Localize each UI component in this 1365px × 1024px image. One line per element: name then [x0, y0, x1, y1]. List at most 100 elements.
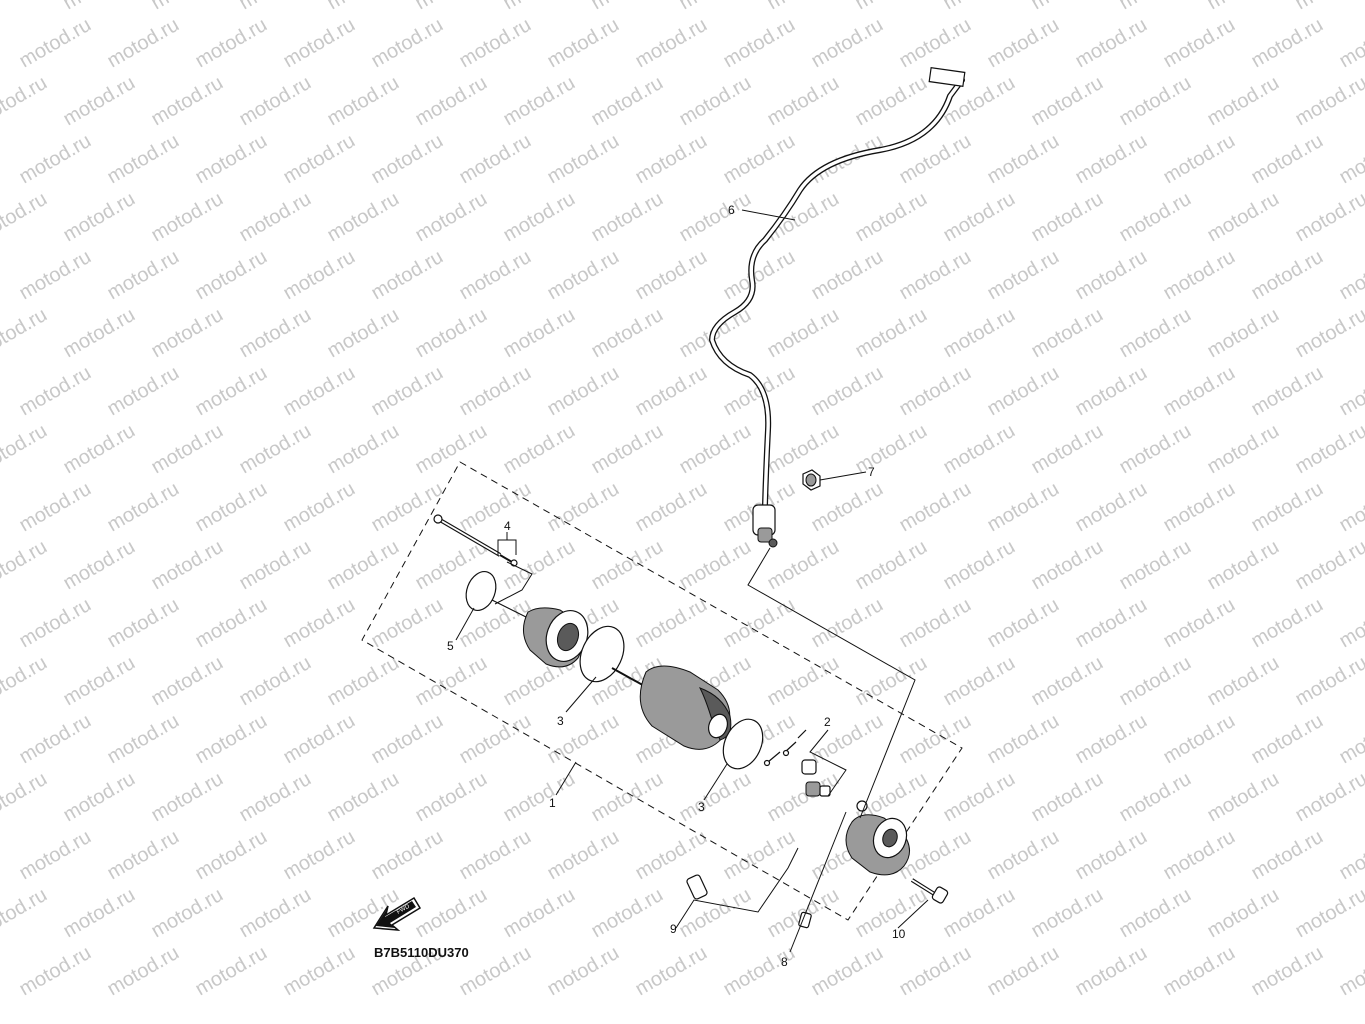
watermark-text: motod.ru	[1204, 420, 1283, 479]
watermark-text: motod.ru	[104, 14, 183, 73]
watermark-text: motod.ru	[104, 826, 183, 885]
watermark-text: motod.ru	[1336, 594, 1365, 653]
watermark-text: motod.ru	[412, 0, 491, 14]
watermark-text: motod.ru	[1292, 304, 1365, 363]
watermark-text: motod.ru	[764, 0, 843, 14]
watermark-text: motod.ru	[544, 14, 623, 73]
watermark-text: motod.ru	[1072, 362, 1151, 421]
watermark-text: motod.ru	[1248, 826, 1327, 885]
watermark-text: motod.ru	[808, 246, 887, 305]
watermark-text: motod.ru	[456, 14, 535, 73]
watermark-text: motod.ru	[1292, 768, 1365, 827]
watermark-text: motod.ru	[632, 594, 711, 653]
watermark-text: motod.ru	[720, 594, 799, 653]
watermark-text: motod.ru	[1204, 884, 1283, 943]
watermark-text: motod.ru	[1292, 652, 1365, 711]
watermark-text: motod.ru	[500, 188, 579, 247]
watermark-text: motod.ru	[192, 826, 271, 885]
watermark-text: motod.ru	[104, 710, 183, 769]
watermark-text: motod.ru	[0, 652, 51, 711]
watermark-text: motod.ru	[148, 536, 227, 595]
watermark-text: motod.ru	[852, 304, 931, 363]
watermark-text: motod.ru	[1028, 0, 1107, 14]
watermark-text: motod.ru	[236, 188, 315, 247]
watermark-text: motod.ru	[368, 478, 447, 537]
watermark-text: motod.ru	[324, 188, 403, 247]
watermark-text: motod.ru	[16, 14, 95, 73]
watermark-text: motod.ru	[192, 478, 271, 537]
long-bolt	[433, 514, 518, 567]
watermark-text: motod.ru	[1116, 768, 1195, 827]
rear-cover	[845, 800, 910, 876]
watermark-text: motod.ru	[236, 536, 315, 595]
watermark-text: motod.ru	[1160, 130, 1239, 189]
watermark-text: motod.ru	[16, 594, 95, 653]
watermark-text: motod.ru	[1204, 0, 1283, 14]
watermark-text: motod.ru	[544, 130, 623, 189]
watermark-text: motod.ru	[940, 304, 1019, 363]
watermark-text: motod.ru	[632, 362, 711, 421]
watermark-text: motod.ru	[764, 420, 843, 479]
callout-7: 7	[868, 465, 875, 479]
watermark-text: motod.ru	[1336, 942, 1365, 1001]
watermark-text: motod.ru	[1116, 420, 1195, 479]
watermark-text: motod.ru	[1028, 304, 1107, 363]
watermark-text: motod.ru	[192, 710, 271, 769]
watermark-text: motod.ru	[940, 768, 1019, 827]
watermark-text: motod.ru	[280, 478, 359, 537]
watermark-text: motod.ru	[324, 420, 403, 479]
watermark-text: motod.ru	[412, 304, 491, 363]
watermark-text: motod.ru	[236, 304, 315, 363]
watermark-text: motod.ru	[852, 536, 931, 595]
watermark-text: motod.ru	[456, 130, 535, 189]
watermark-text: motod.ru	[412, 72, 491, 131]
watermark-text: motod.ru	[940, 884, 1019, 943]
watermark-text: motod.ru	[60, 768, 139, 827]
callout-3b: 3	[698, 800, 705, 814]
callout-6: 6	[728, 203, 735, 217]
watermark-text: motod.ru	[896, 246, 975, 305]
watermark-text: motod.ru	[60, 652, 139, 711]
watermark-text: motod.ru	[1336, 130, 1365, 189]
watermark-text: motod.ru	[544, 478, 623, 537]
watermark-text: motod.ru	[896, 710, 975, 769]
watermark-text: motod.ru	[1072, 594, 1151, 653]
watermark-text: motod.ru	[500, 420, 579, 479]
watermark-text: motod.ru	[148, 884, 227, 943]
watermark-text: motod.ru	[676, 188, 755, 247]
watermark-text: motod.ru	[1248, 14, 1327, 73]
watermark-text: motod.ru	[720, 130, 799, 189]
watermark-text: motod.ru	[412, 652, 491, 711]
watermark-text: motod.ru	[940, 536, 1019, 595]
watermark-text: motod.ru	[148, 188, 227, 247]
watermark-text: motod.ru	[1160, 826, 1239, 885]
watermark-text: motod.ru	[16, 710, 95, 769]
watermark-text: motod.ru	[1336, 246, 1365, 305]
leader-lines	[455, 209, 929, 953]
watermark-text: motod.ru	[1248, 362, 1327, 421]
watermark-text: motod.ru	[984, 710, 1063, 769]
watermark-text: motod.ru	[368, 826, 447, 885]
watermark-text: motod.ru	[104, 362, 183, 421]
watermark-text: motod.ru	[236, 652, 315, 711]
watermark-text: motod.ru	[1116, 188, 1195, 247]
watermark-text: motod.ru	[1072, 826, 1151, 885]
watermark-text: motod.ru	[104, 130, 183, 189]
callout-4: 4	[504, 519, 511, 533]
watermark-text: motod.ru	[324, 768, 403, 827]
watermark-text: motod.ru	[1336, 362, 1365, 421]
watermark-text: motod.ru	[544, 942, 623, 1001]
watermark-text: motod.ru	[588, 72, 667, 131]
watermark-text: motod.ru	[16, 942, 95, 1001]
cable-route-line	[747, 547, 916, 819]
watermark-text: motod.ru	[764, 72, 843, 131]
watermark-text: motod.ru	[1116, 304, 1195, 363]
watermark-text: motod.ru	[0, 304, 51, 363]
watermark-text: motod.ru	[148, 652, 227, 711]
watermark-text: motod.ru	[1028, 420, 1107, 479]
watermark-text: motod.ru	[1116, 72, 1195, 131]
watermark-text: motod.ru	[1336, 14, 1365, 73]
watermark-text: motod.ru	[984, 594, 1063, 653]
o-ring-small	[465, 571, 497, 611]
